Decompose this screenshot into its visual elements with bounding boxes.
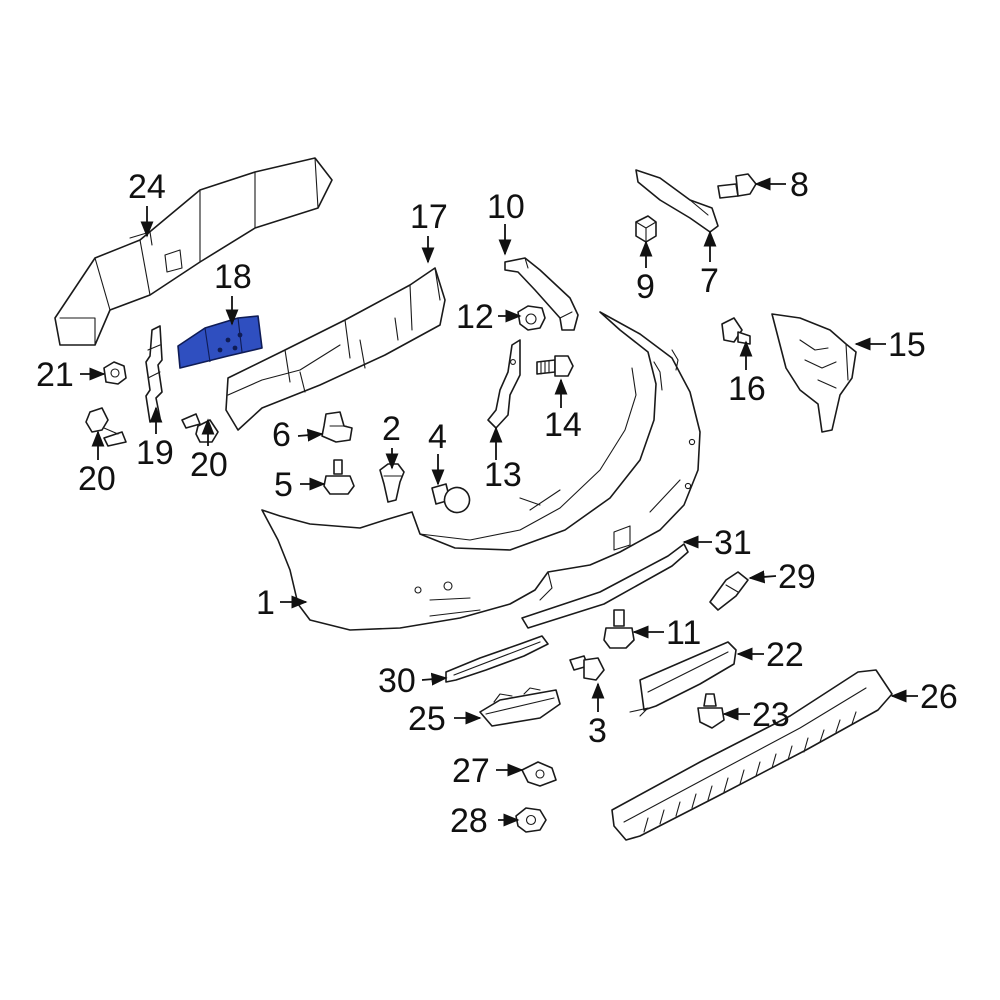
part-26-step-pad[interactable] xyxy=(611,669,893,841)
callout-labels: 24 18 17 10 12 13 14 6 2 4 5 8 9 7 15 16… xyxy=(36,166,958,840)
callout-5[interactable]: 5 xyxy=(274,466,293,504)
part-31-lower-strip[interactable] xyxy=(521,543,689,629)
part-13-vertical-bracket[interactable] xyxy=(487,339,521,429)
part-30-molding[interactable] xyxy=(445,635,549,683)
callout-2[interactable]: 2 xyxy=(382,410,401,448)
callout-12[interactable]: 12 xyxy=(456,298,494,336)
callout-27[interactable]: 27 xyxy=(452,752,490,790)
part-27-clip-nut[interactable] xyxy=(521,761,557,787)
part-16-push-pin[interactable] xyxy=(721,317,751,345)
callout-26[interactable]: 26 xyxy=(920,678,958,716)
part-8-bolt[interactable] xyxy=(717,173,757,199)
part-5-bolt[interactable] xyxy=(323,459,355,495)
callout-11[interactable]: 11 xyxy=(666,614,701,652)
callout-14[interactable]: 14 xyxy=(544,406,582,444)
part-1-bumper-cover[interactable] xyxy=(261,311,701,631)
callout-6[interactable]: 6 xyxy=(272,416,291,454)
callout-24[interactable]: 24 xyxy=(128,168,166,206)
part-21-nut[interactable] xyxy=(103,361,127,385)
callout-23[interactable]: 23 xyxy=(752,696,790,734)
callout-4[interactable]: 4 xyxy=(428,418,447,456)
part-4-bolt[interactable] xyxy=(431,483,471,514)
callout-3[interactable]: 3 xyxy=(588,712,607,750)
callout-18[interactable]: 18 xyxy=(214,258,252,296)
callout-20-right[interactable]: 20 xyxy=(190,446,228,484)
part-23-fastener[interactable] xyxy=(697,693,725,729)
callout-30[interactable]: 30 xyxy=(378,662,416,700)
callout-22[interactable]: 22 xyxy=(766,636,804,674)
callout-29[interactable]: 29 xyxy=(778,558,816,596)
callout-8[interactable]: 8 xyxy=(790,166,809,204)
part-19-side-bracket[interactable] xyxy=(145,325,163,423)
part-29-clip[interactable] xyxy=(709,571,749,611)
part-17-energy-absorber[interactable] xyxy=(225,267,446,431)
callout-arrows xyxy=(80,177,918,827)
part-6-clip[interactable] xyxy=(321,411,353,443)
callout-20-left[interactable]: 20 xyxy=(78,460,116,498)
part-12-nut[interactable] xyxy=(517,305,546,331)
callout-28[interactable]: 28 xyxy=(450,802,488,840)
callout-1[interactable]: 1 xyxy=(256,584,275,622)
part-20-bolt-left[interactable] xyxy=(85,407,127,447)
callout-9[interactable]: 9 xyxy=(636,268,655,306)
part-10-upper-bracket[interactable] xyxy=(504,257,579,331)
part-22-lower-reinforcement[interactable] xyxy=(629,641,737,717)
part-20-bolt-right[interactable] xyxy=(181,413,219,443)
part-2-push-fastener[interactable] xyxy=(379,463,405,503)
callout-10[interactable]: 10 xyxy=(487,188,525,226)
part-18-bracket-highlighted[interactable] xyxy=(177,315,263,369)
callout-16[interactable]: 16 xyxy=(728,370,766,408)
callout-19[interactable]: 19 xyxy=(136,434,174,472)
part-7-side-strip[interactable] xyxy=(635,169,719,233)
part-24-frame-rail[interactable] xyxy=(54,157,333,346)
callout-7[interactable]: 7 xyxy=(700,262,719,300)
part-15-corner-bracket[interactable] xyxy=(771,313,857,433)
callout-15[interactable]: 15 xyxy=(888,326,926,364)
part-14-bolt[interactable] xyxy=(536,355,574,377)
callout-17[interactable]: 17 xyxy=(410,198,448,236)
part-28-nut[interactable] xyxy=(515,807,547,833)
part-9-nut[interactable] xyxy=(635,215,657,243)
part-25-reflector[interactable] xyxy=(479,687,561,727)
callout-25[interactable]: 25 xyxy=(408,700,446,738)
callout-21[interactable]: 21 xyxy=(36,356,74,394)
callout-31[interactable]: 31 xyxy=(714,524,752,562)
part-3-bolt[interactable] xyxy=(569,655,605,681)
callout-13[interactable]: 13 xyxy=(484,456,522,494)
part-11-bolt[interactable] xyxy=(603,609,635,649)
